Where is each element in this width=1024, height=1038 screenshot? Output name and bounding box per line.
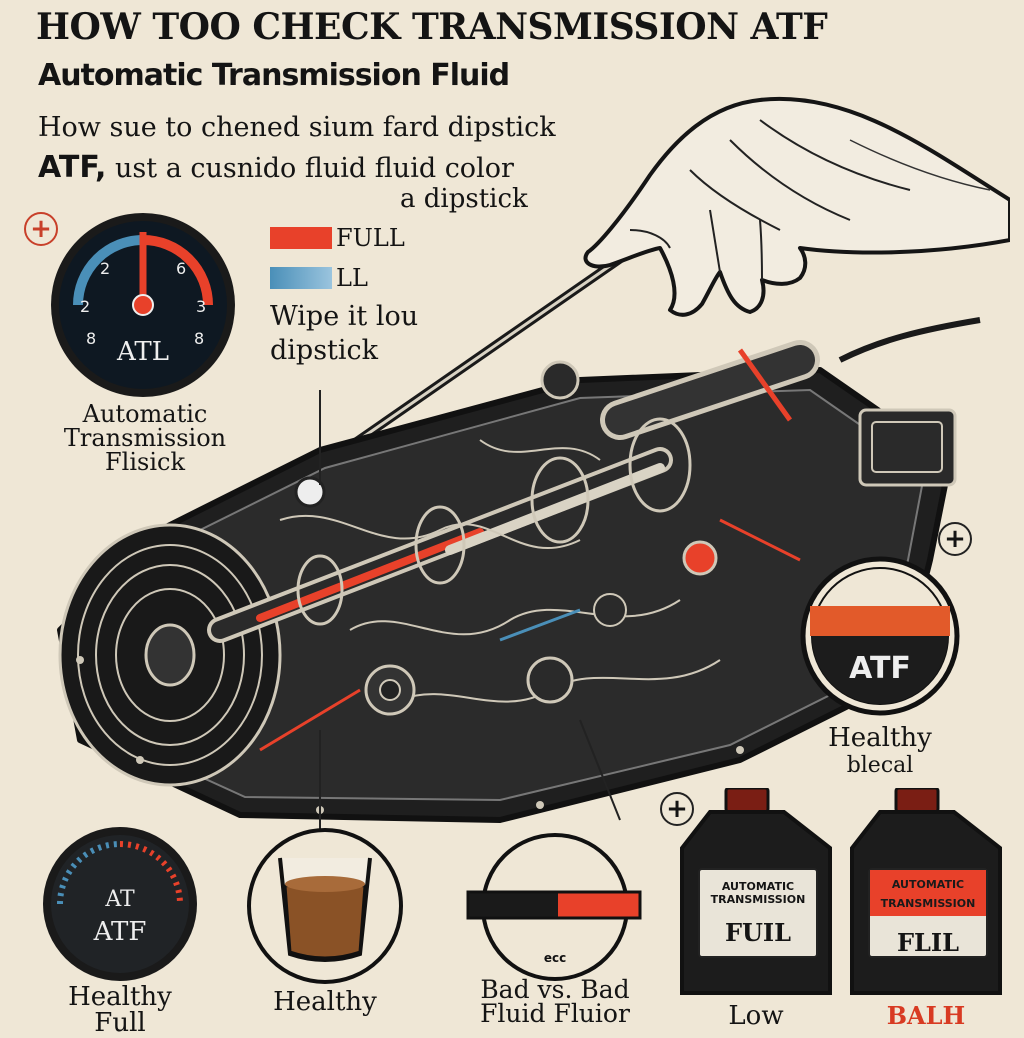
- gauge-bottom-caption-line-1: Healthy: [68, 982, 172, 1012]
- bottle-left-caption: Low: [728, 1001, 784, 1031]
- gauge-tick: 3: [196, 297, 206, 316]
- page-title: HOW TOO CHECK TRANSMISSION ATF: [36, 6, 828, 48]
- gauge-caption-line-2: Transmission: [63, 424, 227, 452]
- cup-caption: Healthy: [273, 987, 377, 1017]
- low-swatch: [270, 267, 332, 289]
- legend-full: FULL: [270, 224, 405, 252]
- cup-icon: [247, 828, 403, 984]
- plus-icon: +: [660, 792, 694, 826]
- intro-line-2: ATF, ust a cusnido fluid fluid color: [38, 150, 514, 185]
- intro-line-2-rest: ust a cusnido fluid fluid color: [106, 153, 514, 184]
- gauge-icon: 2 6 2 3 8 8 ATL: [51, 213, 235, 397]
- bottle-right-label-big: FLIL: [896, 928, 959, 957]
- bar-badge-caption-line-1: Bad vs. Bad: [480, 975, 630, 1004]
- bar-badge-caption: Bad vs. Bad Fluid Fluior: [440, 975, 670, 1028]
- atf-badge-caption-line-2: blecal: [846, 753, 914, 778]
- gauge-tick: 2: [80, 297, 90, 316]
- gauge-bottom-caption-line-2: Full: [94, 1008, 146, 1038]
- bottle-left-label-big: FUIL: [724, 918, 792, 947]
- legend-low-label: LL: [336, 264, 368, 292]
- plus-icon: +: [24, 212, 58, 246]
- bottle-icon: AUTOMATIC TRANSMISSION FUIL: [680, 788, 832, 998]
- bottle-left-label: AUTOMATIC TRANSMISSION FUIL: [698, 868, 818, 958]
- hand-icon: [330, 96, 1010, 465]
- step-line-2: dipstick: [270, 335, 379, 366]
- fluid-bar-badge: ecc: [466, 833, 642, 981]
- bar-badge-caption-line-2: Fluid Fluior: [480, 999, 630, 1028]
- gauge-bottom-line-1: AT: [104, 887, 135, 912]
- legend-low: LL: [270, 264, 405, 292]
- bottle-right-caption: BALH: [886, 1001, 966, 1030]
- intro-line-2-bold: ATF,: [38, 150, 107, 185]
- gauge-caption-line-3: Flisick: [105, 448, 185, 476]
- gauge-bottom-line-2: ATF: [93, 917, 147, 947]
- gauge-icon: AT ATF: [43, 827, 197, 981]
- legend-full-label: FULL: [336, 224, 405, 252]
- atf-badge-label: ATF: [849, 651, 911, 686]
- full-swatch: [270, 227, 332, 249]
- step-text: Wipe it lou dipstick: [270, 300, 418, 368]
- intro-line-1: How sue to chened sium fard dipstick: [38, 112, 556, 143]
- gauge-tick: 2: [100, 259, 110, 278]
- atf-badge-caption-line-1: Healthy: [828, 723, 932, 753]
- step-line-1: Wipe it lou: [270, 301, 419, 332]
- gauge-label: ATL: [116, 337, 169, 367]
- plus-icon: +: [938, 522, 972, 556]
- bottle-icon: AUTOMATIC TRANSMISSION FLIL: [850, 788, 1002, 998]
- gauge-tick: 8: [194, 329, 204, 348]
- gauge-bottom-caption: Healthy Full: [30, 984, 210, 1036]
- bottle-right-label-small-1: AUTOMATIC: [870, 870, 986, 897]
- transmission-illustration: [57, 317, 981, 840]
- bottle-right-label-small-2: TRANSMISSION: [870, 897, 986, 916]
- bottle-left-label-small-1: AUTOMATIC: [721, 880, 795, 893]
- intro-line-3: a dipstick: [400, 184, 528, 214]
- dipstick-legend: FULL LL: [270, 224, 405, 292]
- atf-badge-caption: Healthy blecal: [790, 724, 970, 780]
- bar-badge-small-text: ecc: [544, 951, 566, 965]
- gauge-caption-line-1: Automatic: [82, 400, 208, 428]
- gauge-tick: 8: [86, 329, 96, 348]
- gauge-tick: 6: [176, 259, 186, 278]
- bottle-left-label-small-2: TRANSMISSION: [710, 893, 806, 906]
- page-subtitle: Automatic Transmission Fluid: [38, 58, 510, 93]
- gauge-caption: Automatic Transmission Flisick: [40, 402, 250, 474]
- atf-badge: ATF: [800, 556, 960, 716]
- bottle-right-label: AUTOMATIC TRANSMISSION FLIL: [868, 868, 988, 958]
